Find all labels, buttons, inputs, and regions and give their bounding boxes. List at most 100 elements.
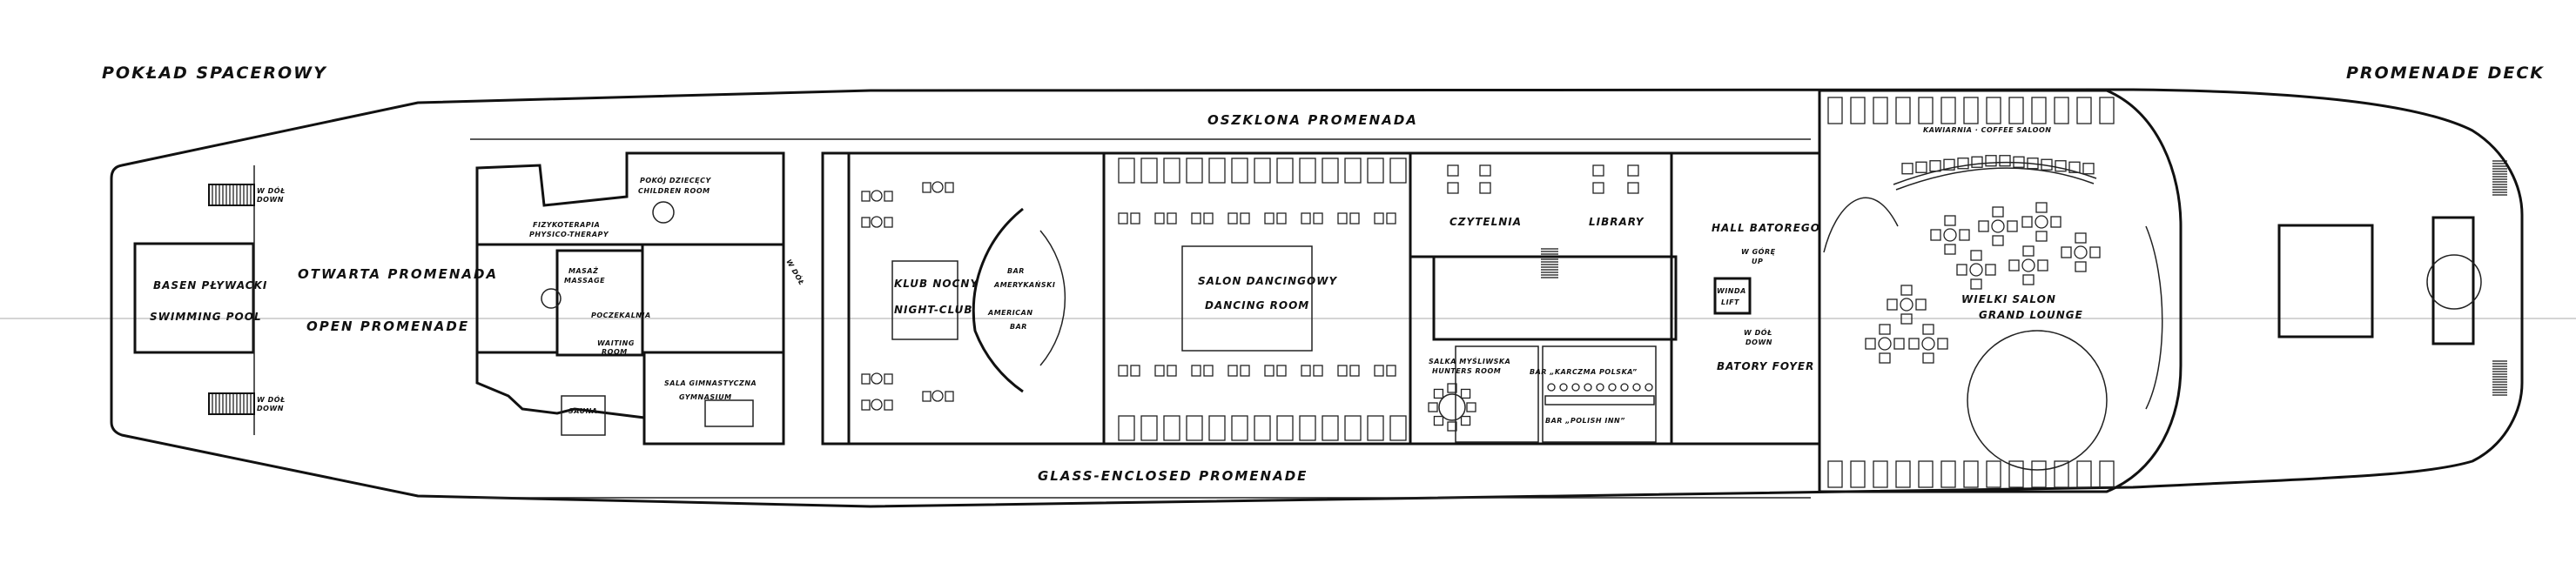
cafe-seat xyxy=(2054,460,2069,488)
stair-up-label-en: UP xyxy=(1752,258,1763,265)
booth-seat xyxy=(1299,415,1316,441)
bar-stool xyxy=(1547,383,1556,392)
chair xyxy=(1337,212,1348,225)
cafe-chair xyxy=(2013,156,2025,168)
lounge-dome xyxy=(1967,330,2108,471)
armchair xyxy=(1930,229,1941,241)
american-bar-back xyxy=(1039,230,1066,366)
booth-seat xyxy=(1163,415,1180,441)
cafe-chair xyxy=(1943,158,1955,171)
bar-stool xyxy=(1644,383,1653,392)
pool-label-pl: BASEN PŁYWACKI xyxy=(153,279,267,292)
cafe-seat xyxy=(1827,97,1843,124)
armchair xyxy=(1915,298,1927,311)
booth-seat xyxy=(1389,158,1407,184)
lounge-arc xyxy=(1823,197,1899,253)
title-polish: POKŁAD SPACEROWY xyxy=(102,64,327,83)
chair xyxy=(861,217,871,228)
stair-club-down-pl: W DÓŁ xyxy=(784,258,807,287)
booth-seat xyxy=(1254,415,1271,441)
lounge-table xyxy=(1900,298,1914,312)
open-promenade-label-en: OPEN PROMENADE xyxy=(306,318,469,334)
cafe-seat xyxy=(2076,97,2092,124)
chair xyxy=(1276,365,1287,377)
title-english: PROMENADE DECK xyxy=(2346,64,2545,83)
stair-label-down-en-2: DOWN xyxy=(257,405,284,412)
chair xyxy=(861,399,871,411)
booth-seat xyxy=(1367,415,1384,441)
amerbar-label-en-2: BAR xyxy=(1010,323,1027,331)
lounge-label-pl: WIELKI SALON xyxy=(1961,293,2056,305)
cafe-chair xyxy=(2041,158,2053,171)
sauna-room xyxy=(561,395,606,436)
armchair xyxy=(1985,264,1996,276)
chair xyxy=(1276,212,1287,225)
armchair xyxy=(1956,264,1967,276)
armchair xyxy=(2075,261,2087,272)
stair-label-down-en: DOWN xyxy=(257,196,284,204)
cafe-chair xyxy=(1957,158,1969,170)
table xyxy=(871,190,883,202)
armchair xyxy=(1970,250,1982,261)
cafe-seat xyxy=(1895,460,1911,488)
chair xyxy=(945,391,954,402)
armchair xyxy=(1970,278,1982,290)
booth-seat xyxy=(1140,158,1158,184)
armchair xyxy=(2035,231,2048,242)
chair xyxy=(1240,365,1250,377)
physio-label-en: PHYSICO-THERAPY xyxy=(529,231,609,238)
lounge-table xyxy=(2035,215,2048,229)
bar-stool xyxy=(1584,383,1592,392)
chair xyxy=(884,399,893,411)
bar-counter xyxy=(1544,395,1655,405)
armchair xyxy=(1887,298,1898,311)
lift-label-pl: WINDA xyxy=(1717,287,1746,295)
cafe-seat xyxy=(1895,97,1911,124)
chair xyxy=(1460,415,1471,426)
cafe-seat xyxy=(1873,460,1888,488)
lounge-table xyxy=(1878,337,1892,351)
armchair xyxy=(2021,216,2033,228)
cafe-seat xyxy=(2099,460,2115,488)
bar-stool xyxy=(1632,383,1641,392)
reading-label-pl: CZYTELNIA xyxy=(1449,216,1522,228)
capstan xyxy=(2426,254,2482,310)
glazed-promenade-label-pl: OSZKLONA PROMENADA xyxy=(1207,112,1418,128)
forward-hatch xyxy=(2277,224,2374,338)
chair xyxy=(1154,212,1165,225)
armchair xyxy=(1944,244,1956,255)
cafe-seat xyxy=(1940,460,1956,488)
chair xyxy=(1240,212,1250,225)
cafe-seat xyxy=(1963,97,1979,124)
dancing-label-en: DANCING ROOM xyxy=(1205,299,1309,312)
armchair xyxy=(1879,324,1891,335)
lounge-label-en: GRAND LOUNGE xyxy=(1979,309,2083,321)
gym-mat xyxy=(704,399,754,427)
chair xyxy=(922,182,932,193)
massage-label-pl: MASAŻ xyxy=(568,266,598,275)
cafe-chair xyxy=(2027,158,2039,170)
amerbar-label-pl-1: BAR xyxy=(1007,267,1025,275)
table xyxy=(932,181,944,193)
central-casing-aft xyxy=(641,243,785,354)
amerbar-label-en-1: AMERICAN xyxy=(987,309,1033,317)
waiting-label-en-1: WAITING xyxy=(597,339,635,347)
armchair xyxy=(2075,232,2087,244)
armchair xyxy=(1922,352,1934,364)
stair-aft-bottom xyxy=(208,392,255,415)
physio-label-pl: FIZYKOTERAPIA xyxy=(533,221,600,229)
dancing-label-pl: SALON DANCINGOWY xyxy=(1198,275,1337,287)
chair xyxy=(922,391,932,402)
coffee-saloon-label: KAWIARNIA · COFFEE SALOON xyxy=(1923,126,2051,134)
booth-seat xyxy=(1299,158,1316,184)
hall-label-en: BATORY FOYER xyxy=(1717,360,1814,372)
chair xyxy=(1460,388,1471,399)
cafe-chair xyxy=(1971,156,1983,168)
chair xyxy=(1313,365,1323,377)
booth-seat xyxy=(1118,415,1135,441)
chair xyxy=(1130,365,1140,377)
dance-floor xyxy=(1181,245,1313,352)
table xyxy=(932,390,944,402)
lounge-table xyxy=(1921,337,1935,351)
reading-label-en: LIBRARY xyxy=(1589,216,1644,228)
